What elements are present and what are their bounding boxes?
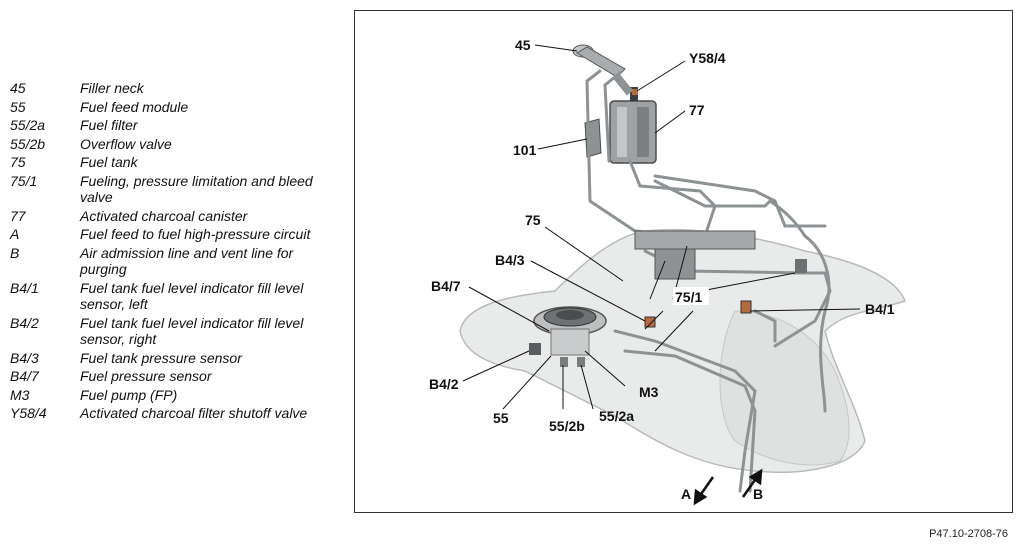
legend-row: B Air admission line and vent line for pu… [10, 245, 340, 278]
legend-code: B4/2 [10, 314, 39, 331]
label-b4-1: B4/1 [865, 301, 895, 317]
legend-code: B4/7 [10, 368, 39, 384]
label-75-1-box [673, 287, 709, 305]
label-b: B [753, 486, 763, 502]
legend-description: Fuel pressure sensor [80, 368, 212, 384]
legend-description: Activated charcoal filter shutoff valve [80, 405, 308, 421]
label-b4-3: B4/3 [495, 252, 525, 268]
label-45: 45 [515, 37, 531, 53]
legend-code: B4/3 [10, 349, 39, 366]
legend-row: 55/2b Overflow valve [10, 136, 340, 153]
legend-description: Activated charcoal canister [80, 207, 248, 224]
legend-row: 45 Filler neck [10, 80, 340, 97]
leader-lines [462, 44, 861, 410]
legend-row: 55/2a Fuel filter [10, 117, 340, 134]
legend-description: Air admission line and vent line for pur… [80, 244, 294, 278]
legend-row: B4/1 Fuel tank fuel level indicator fill … [10, 280, 340, 313]
legend-description: Fuel feed module [80, 98, 189, 115]
legend-description: Fueling, pressure limitation and bleed v… [80, 172, 313, 206]
legend-row: B4/3 Fuel tank pressure sensor [10, 350, 340, 367]
legend-code: 75 [10, 154, 26, 170]
label-75: 75 [525, 212, 541, 228]
legend-row: A Fuel feed to fuel high-pressure circuit [10, 226, 340, 243]
label-a: A [681, 486, 691, 502]
legend-description: Fuel tank pressure sensor [80, 349, 242, 366]
legend-description: Filler neck [80, 80, 144, 96]
tank-right-lobe [719, 310, 850, 466]
legend-code: 55 [10, 98, 26, 115]
sensor-b4-1 [740, 300, 752, 314]
legend-description: Fuel filter [80, 117, 138, 133]
label-m3: M3 [639, 384, 659, 400]
legend-row: 75/1 Fueling, pressure limitation and ble… [10, 173, 340, 206]
flow-arrow-b [741, 468, 763, 498]
valve-75-1 [634, 230, 807, 280]
flow-arrow-a [693, 476, 715, 506]
legend-code: B [10, 244, 20, 261]
fuel-system-diagram: 45 Y58/4 77 101 75 B4/3 B4/7 75/1 B4/1 B… [429, 37, 906, 506]
legend-code: 55/2a [10, 117, 46, 133]
legend-code: 75/1 [10, 172, 38, 189]
label-55-2b: 55/2b [549, 418, 585, 434]
legend-row: B4/7 Fuel pressure sensor [10, 368, 340, 385]
label-b4-2: B4/2 [429, 376, 459, 392]
legend-row: B4/2 Fuel tank fuel level indicator fill … [10, 315, 340, 348]
legend-row: Y58/4 Activated charcoal filter shutoff v… [10, 405, 340, 422]
legend-code: 45 [10, 80, 26, 96]
label-75-1: 75/1 [675, 289, 702, 305]
charcoal-canister [609, 87, 657, 164]
label-b4-7: B4/7 [431, 278, 461, 294]
legend-code: M3 [10, 386, 30, 403]
label-55-2a: 55/2a [599, 408, 634, 424]
filler-neck [572, 44, 634, 96]
legend-code: B4/1 [10, 279, 39, 296]
legend-code: 55/2b [10, 135, 46, 152]
legend-row: 55 Fuel feed module [10, 99, 340, 116]
legend-description: Fuel tank fuel level indicator fill leve… [80, 314, 304, 348]
label-y58-4: Y58/4 [689, 50, 726, 66]
legend-description: Fuel pump (FP) [80, 386, 178, 403]
label-77: 77 [689, 102, 705, 118]
fuel-feed-module [529, 306, 607, 367]
legend-description: Fuel tank [80, 154, 138, 170]
legend-code: Y58/4 [10, 405, 47, 421]
figure-id: P47.10-2708-76 [929, 528, 1008, 540]
legend-row: 77 Activated charcoal canister [10, 208, 340, 225]
legend-description: Fuel feed to fuel high-pressure circuit [80, 226, 311, 242]
label-55: 55 [493, 410, 509, 426]
legend-description: Fuel tank fuel level indicator fill leve… [80, 279, 304, 313]
diagram-frame: 45 Y58/4 77 101 75 B4/3 B4/7 75/1 B4/1 B… [354, 10, 1013, 513]
legend-code: 77 [10, 207, 26, 224]
sensor-b4-3 [644, 316, 656, 328]
legend-row: 75 Fuel tank [10, 154, 340, 171]
legend-row: M3 Fuel pump (FP) [10, 387, 340, 404]
label-101: 101 [513, 142, 537, 158]
legend-code: A [10, 226, 20, 242]
legend-description: Overflow valve [80, 135, 172, 152]
